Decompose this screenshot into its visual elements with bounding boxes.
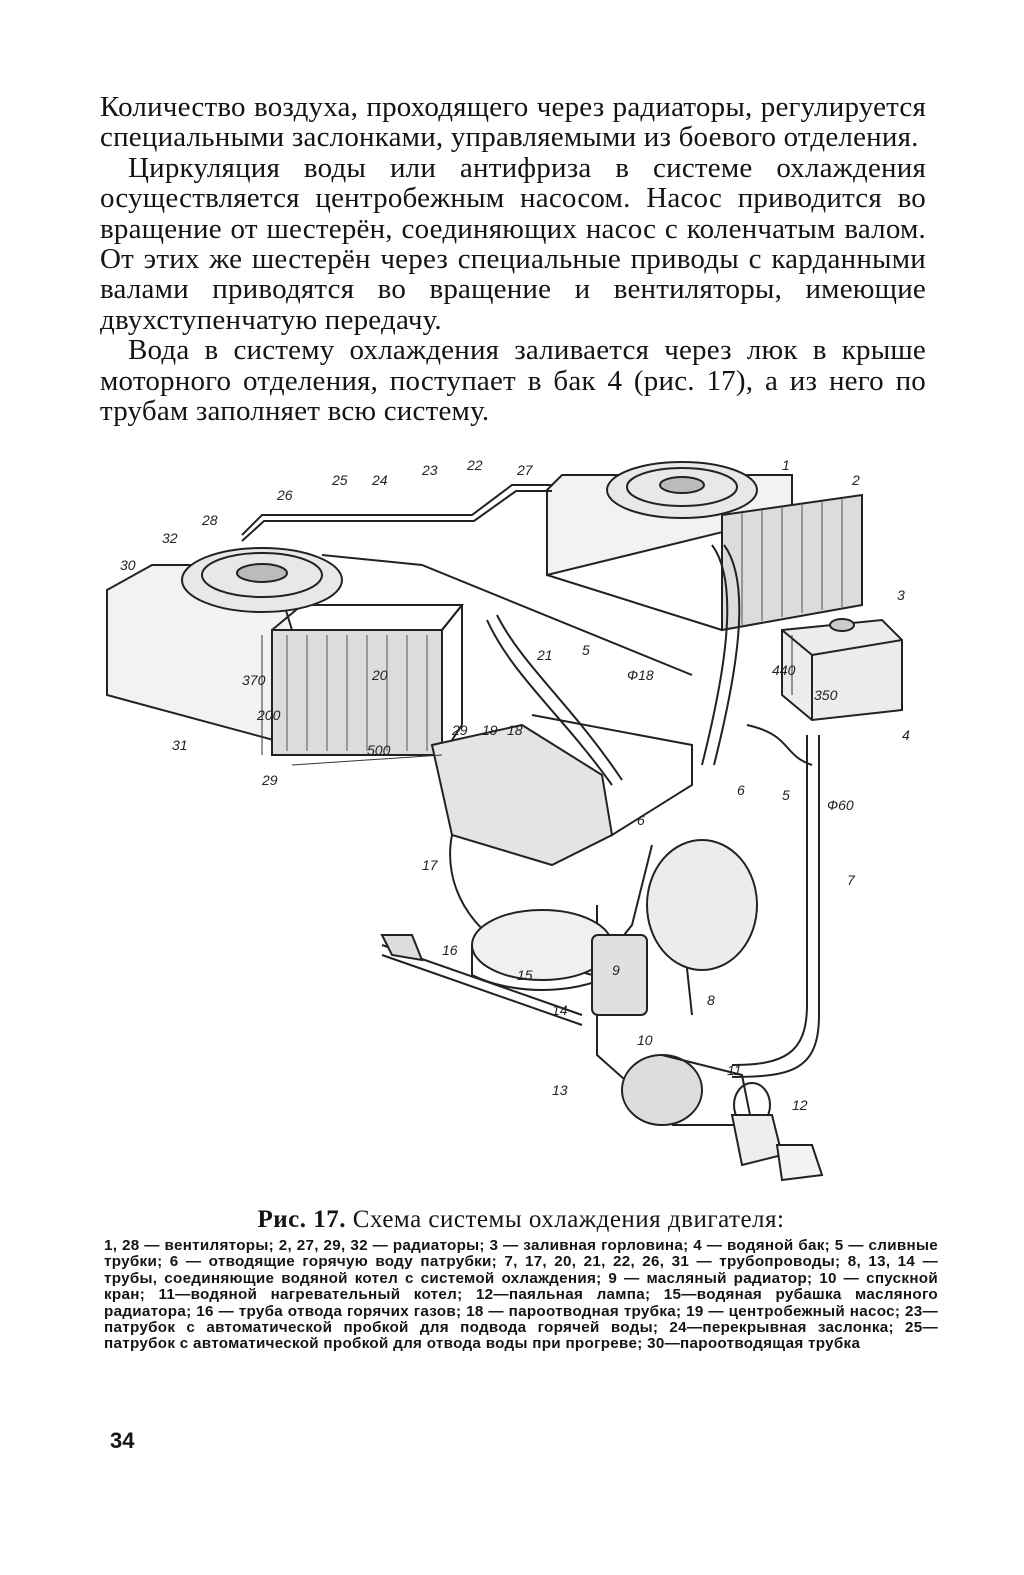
right-fan [606,461,758,519]
callout-7: 7 [847,872,856,888]
callout-16: 16 [442,942,458,958]
callout-19: 19 [482,722,498,738]
left-fan [181,547,343,613]
callout-15: 15 [517,967,533,983]
caption-title-text: Схема системы охлаждения двигателя: [352,1206,785,1233]
dimension-lines [261,635,793,766]
callout-32: 32 [162,530,178,546]
dim-phi60: Ф60 [827,797,854,813]
callout-17: 17 [422,857,439,873]
dim-200: 200 [256,707,281,723]
callout-24: 24 [371,472,388,488]
callout-23: 23 [421,462,438,478]
paragraph-3: Вода в систему охлаждения заливается чер… [100,334,926,428]
caption-title: Рис. 17. Схема системы охлаждения двигат… [104,1206,938,1234]
callout-28: 28 [201,512,218,528]
callout-14: 14 [552,1002,568,1018]
paragraph-2: Циркуляция воды или антифриза в системе … [100,151,926,336]
callout-31: 31 [172,737,188,753]
oil-radiator [591,934,648,1016]
caption-figure-number: Рис. 17. [257,1206,347,1233]
figure-caption: Рис. 17. Схема системы охлаждения двигат… [104,1206,938,1353]
callout-labels: 1 2 3 4 5 5 6 6 7 8 9 10 11 12 13 14 15 … [120,457,910,1113]
dim-440: 440 [772,662,796,678]
callout-20: 20 [371,667,388,683]
callout-5b: 5 [782,787,790,803]
dim-500: 500 [367,742,391,758]
callout-25: 25 [331,472,348,488]
dim-350: 350 [814,687,838,703]
body-text: Количество воздуха, проходящего через ра… [100,92,926,426]
callout-29b: 29 [261,772,278,788]
callout-26: 26 [276,487,293,503]
cooling-system-diagram: 1 2 3 4 5 5 6 6 7 8 9 10 11 12 13 14 15 … [92,455,952,1200]
callout-8: 8 [707,992,715,1008]
callout-13: 13 [552,1082,568,1098]
page-number: 34 [110,1428,135,1453]
callout-6: 6 [637,812,645,828]
callout-11: 11 [727,1062,742,1078]
caption-legend: 1, 28 — вентиляторы; 2, 27, 29, 32 — рад… [104,1237,938,1353]
water-tank [781,618,903,722]
callout-10: 10 [637,1032,653,1048]
pipes [241,484,820,1096]
engine [430,714,758,991]
callout-9: 9 [612,962,620,978]
callout-2: 2 [851,472,860,488]
callout-30: 30 [120,557,136,573]
callout-22: 22 [466,457,483,473]
callout-27: 27 [516,462,534,478]
callout-6b: 6 [737,782,745,798]
callout-3: 3 [897,587,905,603]
callout-21: 21 [536,647,553,663]
callout-5: 5 [582,642,590,658]
callout-4: 4 [902,727,910,743]
callout-29: 29 [451,722,468,738]
blowtorch [775,1144,824,1182]
paragraph-1: Количество воздуха, проходящего через ра… [100,91,926,154]
callout-12: 12 [792,1097,808,1113]
dim-phi18: Ф18 [627,667,654,683]
callout-18: 18 [507,722,523,738]
callout-1: 1 [782,457,790,473]
dim-370: 370 [242,672,266,688]
water-heater-boiler [621,1054,784,1167]
exhaust-pipe [380,934,424,962]
